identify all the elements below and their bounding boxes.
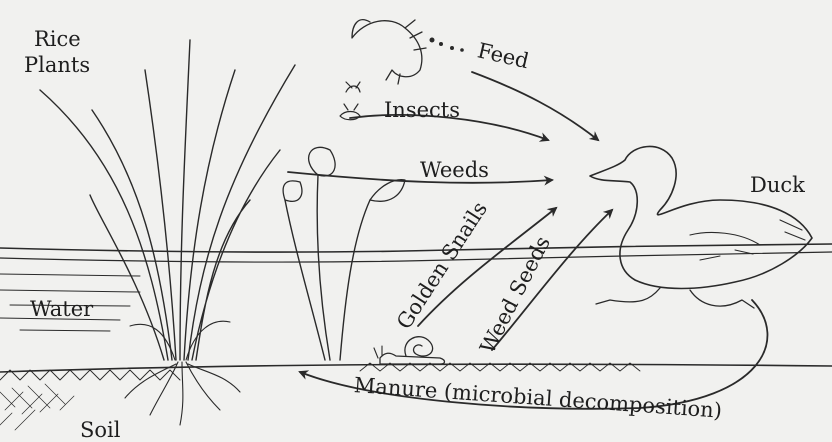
flow-arrows	[288, 72, 767, 409]
duck-icon	[590, 146, 812, 308]
soil-label: Soil	[80, 418, 120, 442]
feed-arrow	[472, 72, 598, 140]
insect-icon	[340, 82, 360, 120]
insects-label: Insects	[384, 98, 460, 122]
rice-plants-label-line2: Plants	[24, 53, 90, 77]
duck-label: Duck	[750, 173, 805, 197]
hand-icon	[352, 20, 464, 84]
rice-plants-label-line1: Rice	[34, 27, 81, 51]
snail-icon	[374, 337, 445, 364]
water-label: Water	[30, 297, 93, 321]
weeds-label: Weeds	[420, 158, 489, 182]
